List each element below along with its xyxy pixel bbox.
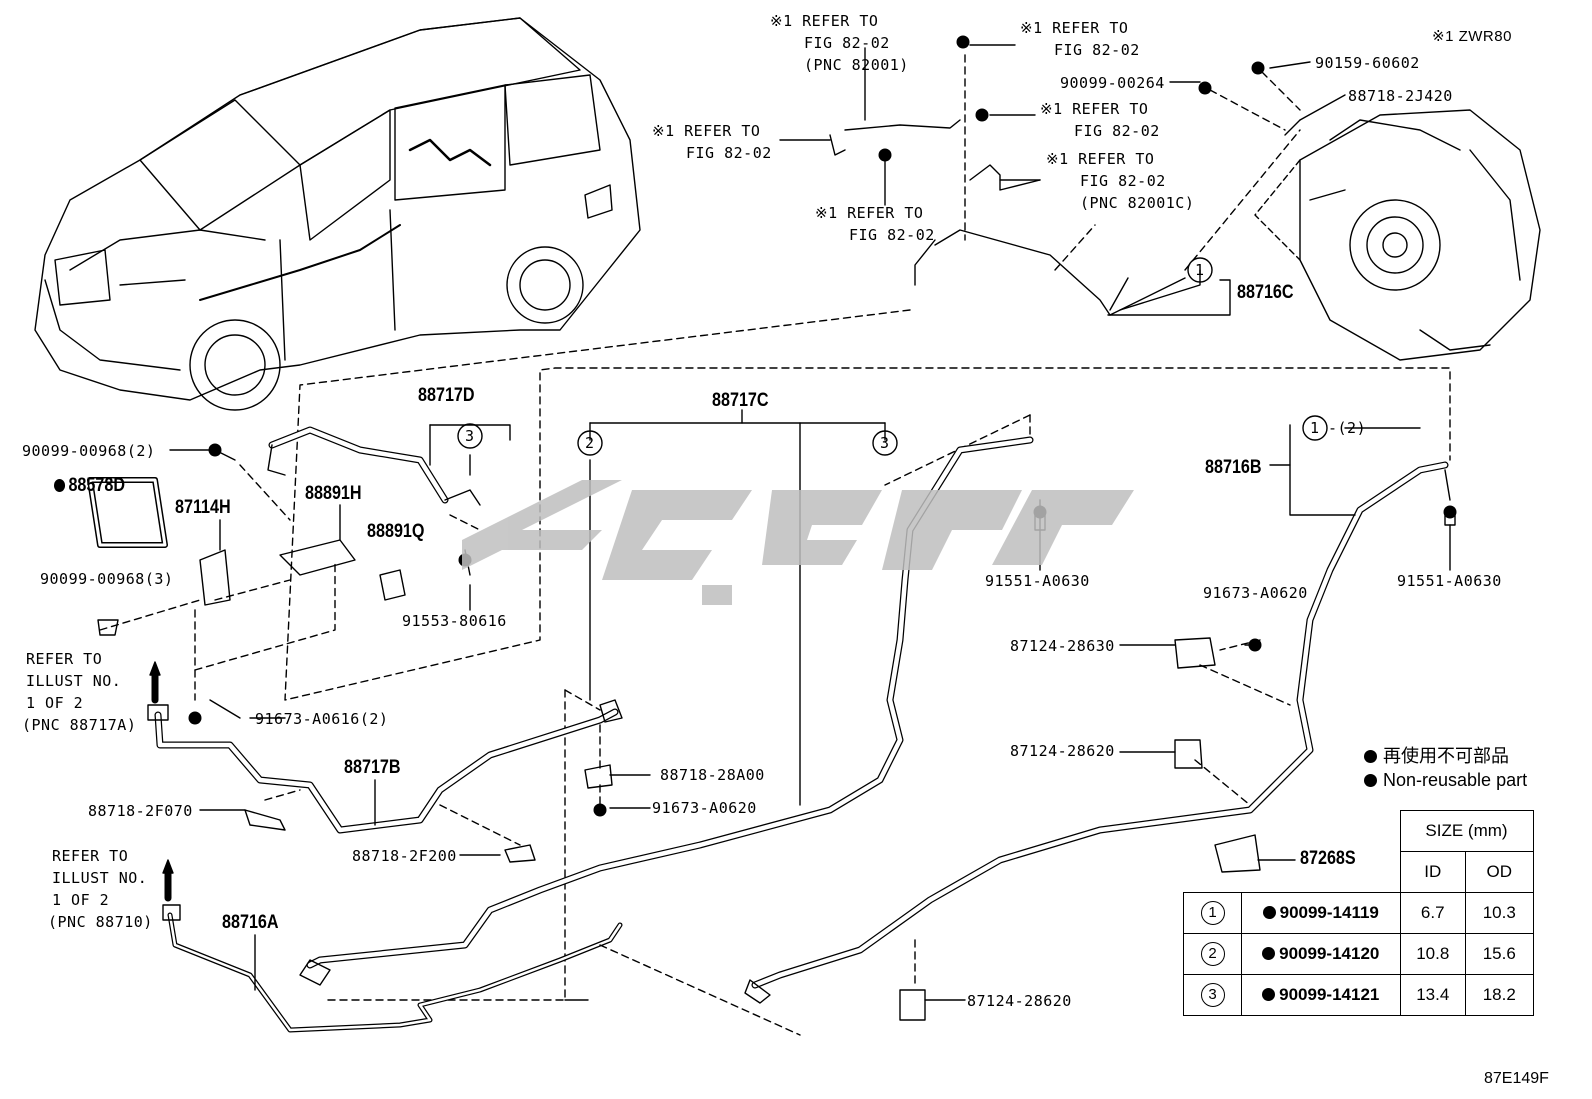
model-note: ※1 ZWR80 (1432, 28, 1512, 45)
callout-refer-e: ※1 REFER TO FIG 82-02 (PNC 82001C) (1046, 150, 1195, 212)
vehicle-illustration (34, 17, 641, 411)
part-88718-2F200: 88718-2F200 (352, 847, 457, 865)
part-87124-28620-b: 87124-28620 (967, 992, 1072, 1010)
part-87124-28620-a: 87124-28620 (1010, 742, 1115, 760)
callout-illust-1: REFER TO ILLUST NO. 1 OF 2 (PNC 88717A) (22, 650, 137, 734)
legend-row-en: Non-reusable part (1364, 768, 1527, 792)
part-91551-A0630-a: 91551-A0630 (985, 572, 1090, 590)
part-88718-2F070: 88718-2F070 (88, 802, 193, 820)
size-table-col-od: OD (1464, 851, 1534, 893)
part-88716C: 88716C (1237, 282, 1294, 303)
part-88891H: 88891H (305, 483, 362, 504)
ref-number-3-d: 3 (465, 427, 475, 445)
part-90099-00968-2: 90099-00968(2) (22, 442, 156, 460)
callout-refer-d: ※1 REFER TO FIG 82-02 (1040, 100, 1160, 140)
callout-refer-a: ※1 REFER TO FIG 82-02 (PNC 82001) (770, 12, 909, 74)
size-table-col-id: ID (1399, 851, 1466, 893)
table-row: 3 90099-14121 13.4 18.2 (1183, 974, 1534, 1016)
callout-refer-b: ※1 REFER TO FIG 82-02 (1020, 19, 1140, 59)
part-88718-2J420: 88718-2J420 (1348, 87, 1453, 105)
table-row: 2 90099-14120 10.8 15.6 (1183, 933, 1534, 975)
part-90099-00968-3: 90099-00968(3) (40, 570, 174, 588)
part-87268S: 87268S (1300, 848, 1356, 869)
part-88717D: 88717D (418, 385, 475, 406)
part-88578D: 88578D (54, 475, 125, 497)
ref-number-3-c: 3 (880, 434, 890, 452)
ref-circle-1-b (1302, 415, 1328, 441)
part-91673-A0620-a: 91673-A0620 (1203, 584, 1308, 602)
callout-refer-c: ※1 REFER TO FIG 82-02 (652, 122, 772, 162)
watermark-logo (462, 480, 1134, 605)
ref-circle-3-d (457, 423, 483, 449)
part-91553-80616: 91553-80616 (402, 612, 507, 630)
table-row: 1 90099-14119 6.7 10.3 (1183, 892, 1534, 934)
ref-circle-2-c (577, 430, 603, 456)
size-table-header: SIZE (mm) (1399, 810, 1534, 852)
ref-number-1-c: 1 (1195, 261, 1205, 279)
part-87124-28630: 87124-28630 (1010, 637, 1115, 655)
legend: 再使用不可部品 Non-reusable part (1364, 744, 1527, 792)
ref-number-1-b: 1 (1310, 419, 1320, 437)
part-91551-A0630-b: 91551-A0630 (1397, 572, 1502, 590)
part-90159-60602: 90159-60602 (1315, 54, 1420, 72)
part-88718-28A00: 88718-28A00 (660, 766, 765, 784)
part-88891Q: 88891Q (367, 521, 425, 542)
ref-circle-1-c (1187, 257, 1213, 283)
diagram-code: 87E149F (1484, 1070, 1549, 1087)
callout-illust-2: REFER TO ILLUST NO. 1 OF 2 (PNC 88710) (48, 847, 153, 931)
non-reusable-dot-icon (1262, 906, 1276, 919)
non-reusable-dot-icon (1364, 750, 1377, 763)
ref-circle-3-c (872, 430, 898, 456)
part-90099-00264: 90099-00264 (1060, 74, 1165, 92)
ref-qty-1-b: -(2) (1328, 419, 1367, 437)
size-table: SIZE (mm) ID OD 1 90099-14119 6.7 10.3 2… (1183, 810, 1534, 1016)
part-91673-A0616-2: 91673-A0616(2) (255, 710, 389, 728)
callout-refer-f: ※1 REFER TO FIG 82-02 (815, 204, 935, 244)
part-91673-A0620-b: 91673-A0620 (652, 799, 757, 817)
non-reusable-dot-icon (54, 479, 66, 492)
non-reusable-dot-icon (1262, 947, 1276, 960)
part-88717B: 88717B (344, 757, 401, 778)
ac-unit-illustration (1254, 109, 1541, 361)
ref-number-2-c: 2 (585, 434, 595, 452)
part-88716B: 88716B (1205, 457, 1262, 478)
non-reusable-dot-icon (1262, 988, 1276, 1001)
part-87114H: 87114H (175, 497, 231, 518)
part-88717C: 88717C (712, 390, 769, 411)
non-reusable-dot-icon (1364, 774, 1377, 787)
part-88716A: 88716A (222, 912, 279, 933)
legend-row-jp: 再使用不可部品 (1364, 744, 1527, 768)
